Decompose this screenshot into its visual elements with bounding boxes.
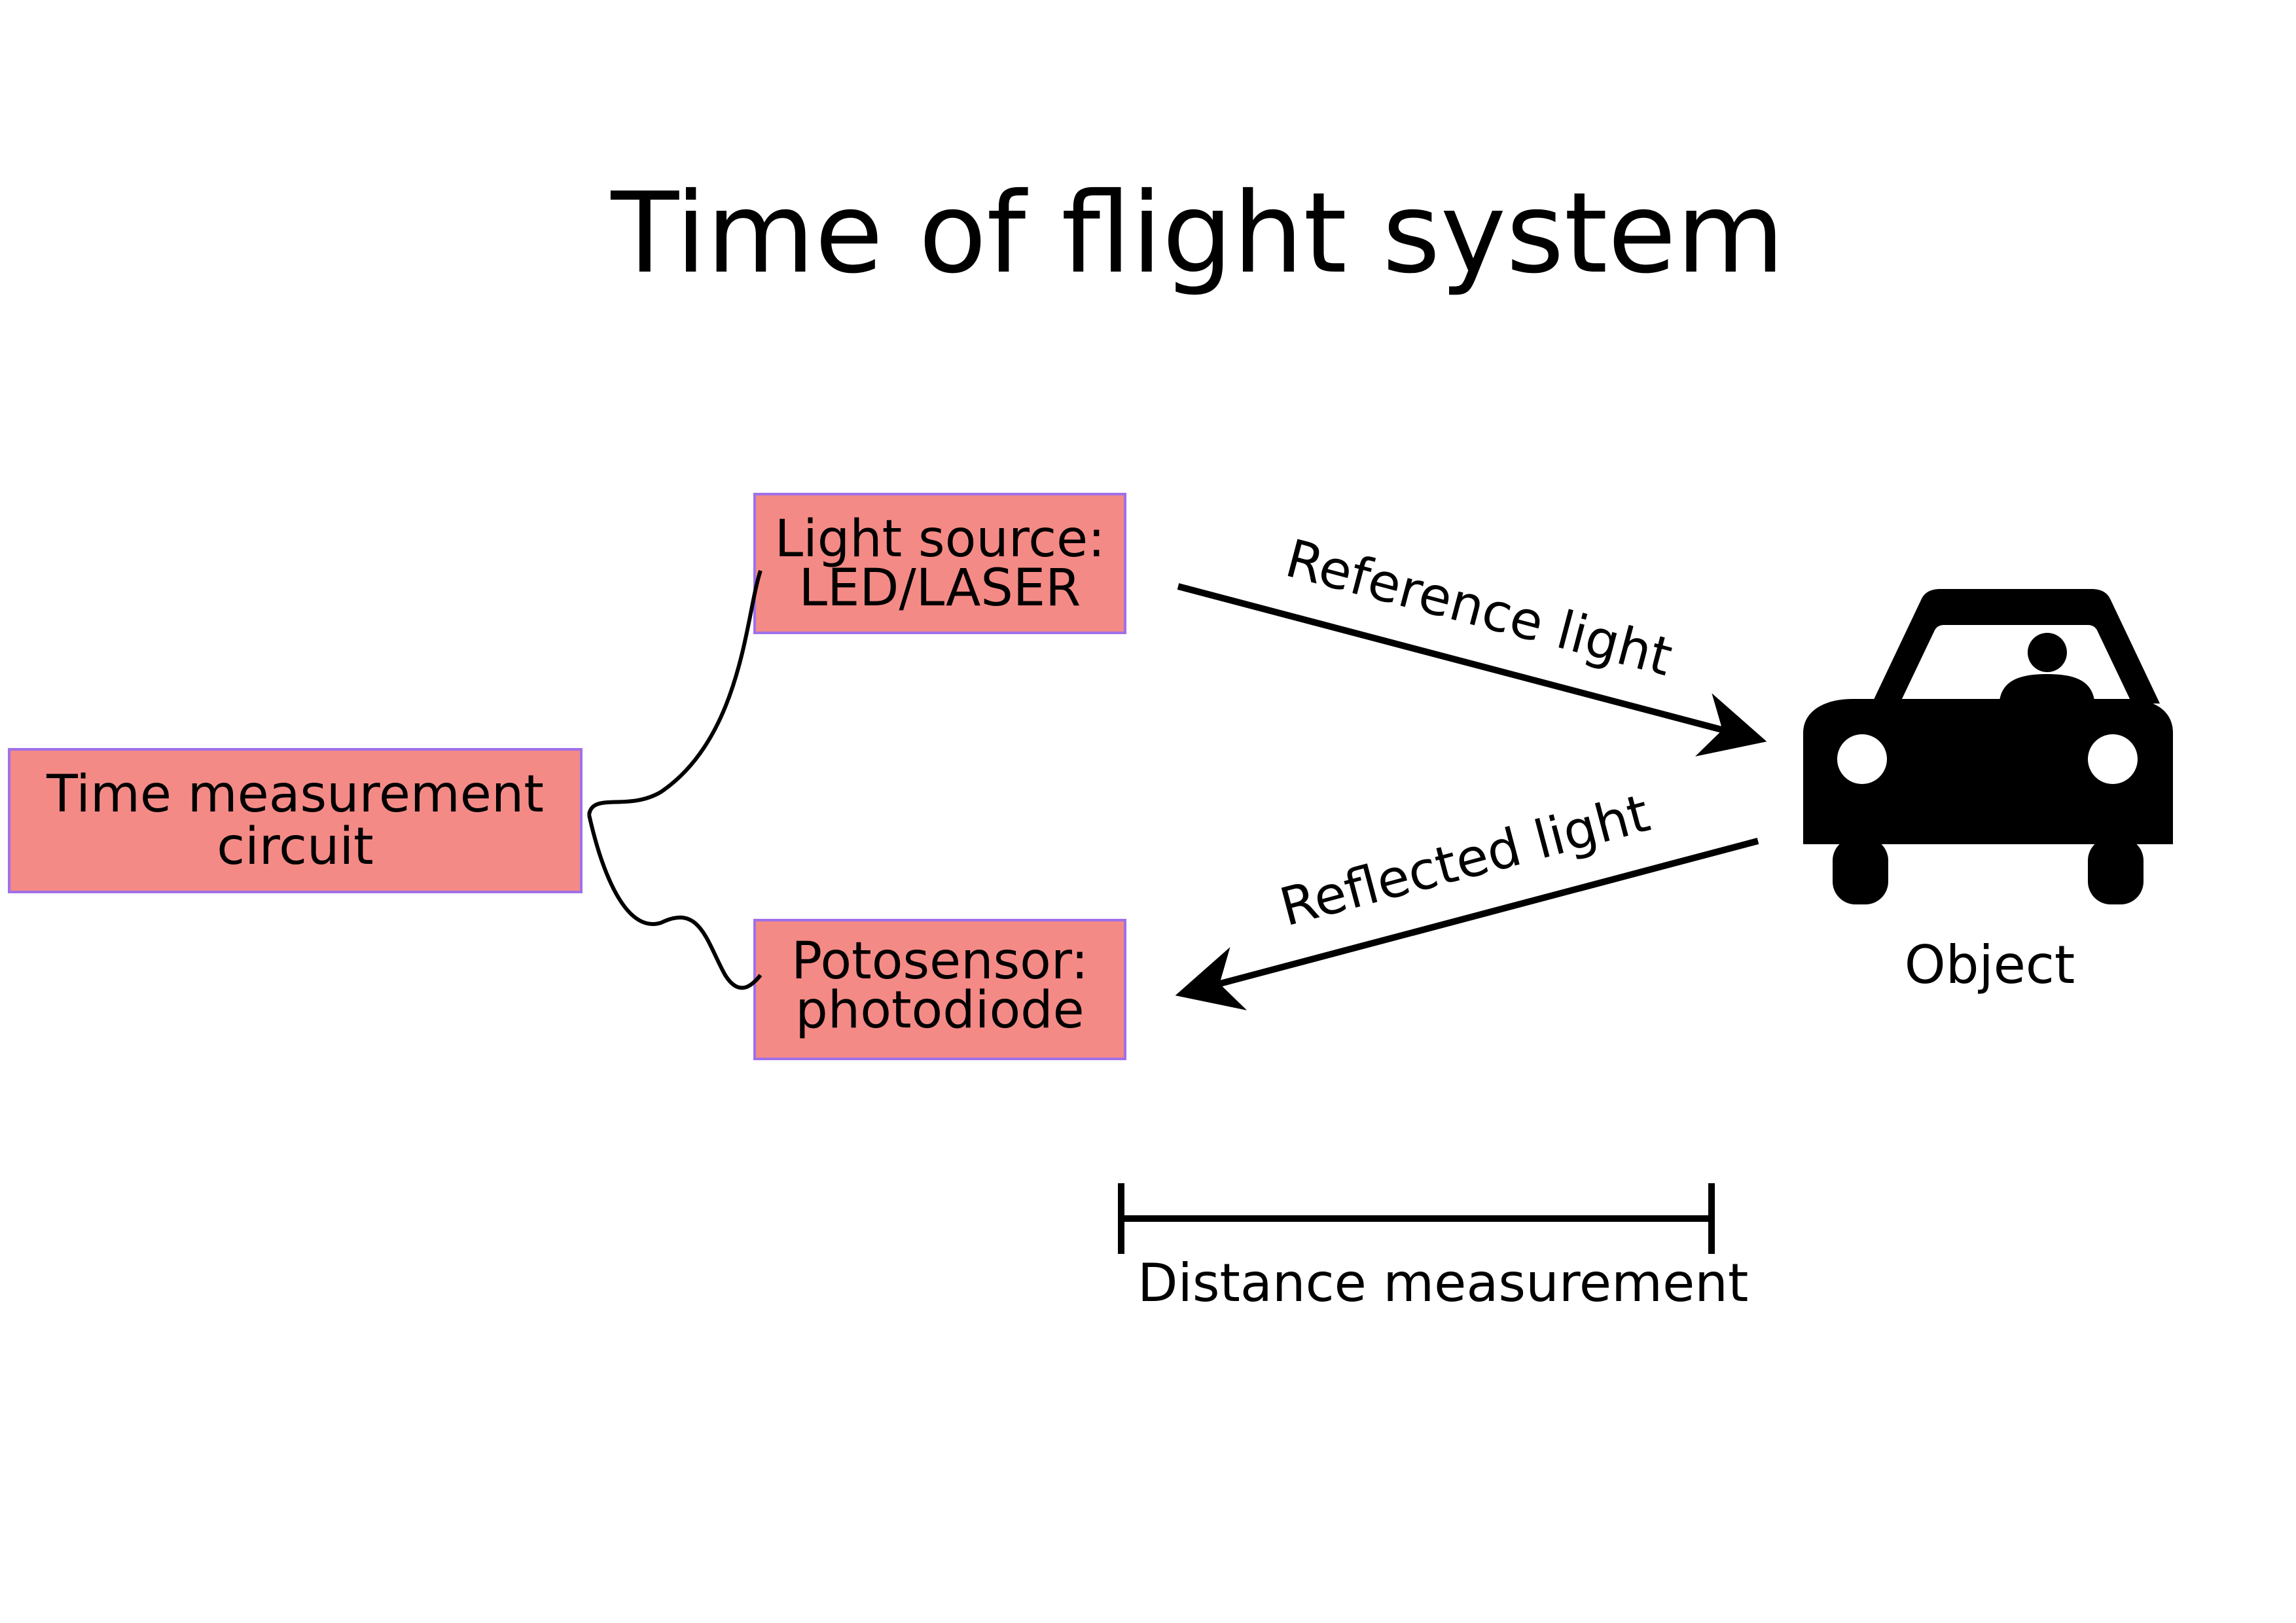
distance-scale	[1118, 1183, 1715, 1254]
photosensor-label-line1: Potosensor:	[791, 932, 1088, 991]
reflected-light-arrow	[1175, 838, 1759, 1010]
reflected-light-label: Reflected light	[1274, 783, 1655, 938]
object-label: Object	[1905, 935, 2075, 995]
light-source-label-line1: Light source:	[775, 510, 1105, 569]
light-source-box: Light source: LED/LASER	[753, 493, 1126, 634]
wire-to-light-source	[587, 570, 762, 815]
time-circuit-label-line1: Time measurement	[46, 765, 544, 824]
photosensor-label-line2: photodiode	[795, 981, 1084, 1040]
diagram-title: Time of flight system	[610, 169, 1784, 298]
photosensor-box: Potosensor: photodiode	[753, 919, 1126, 1060]
time-circuit-label-line2: circuit	[217, 817, 373, 876]
reference-light-arrow	[1177, 583, 1767, 757]
car-with-driver-icon	[1803, 589, 2173, 904]
time-measurement-circuit-box: Time measurement circuit	[8, 748, 583, 893]
distance-measurement-label: Distance measurement	[1138, 1253, 1748, 1313]
wire-to-photosensor	[587, 814, 762, 990]
light-source-label-line2: LED/LASER	[799, 559, 1081, 618]
